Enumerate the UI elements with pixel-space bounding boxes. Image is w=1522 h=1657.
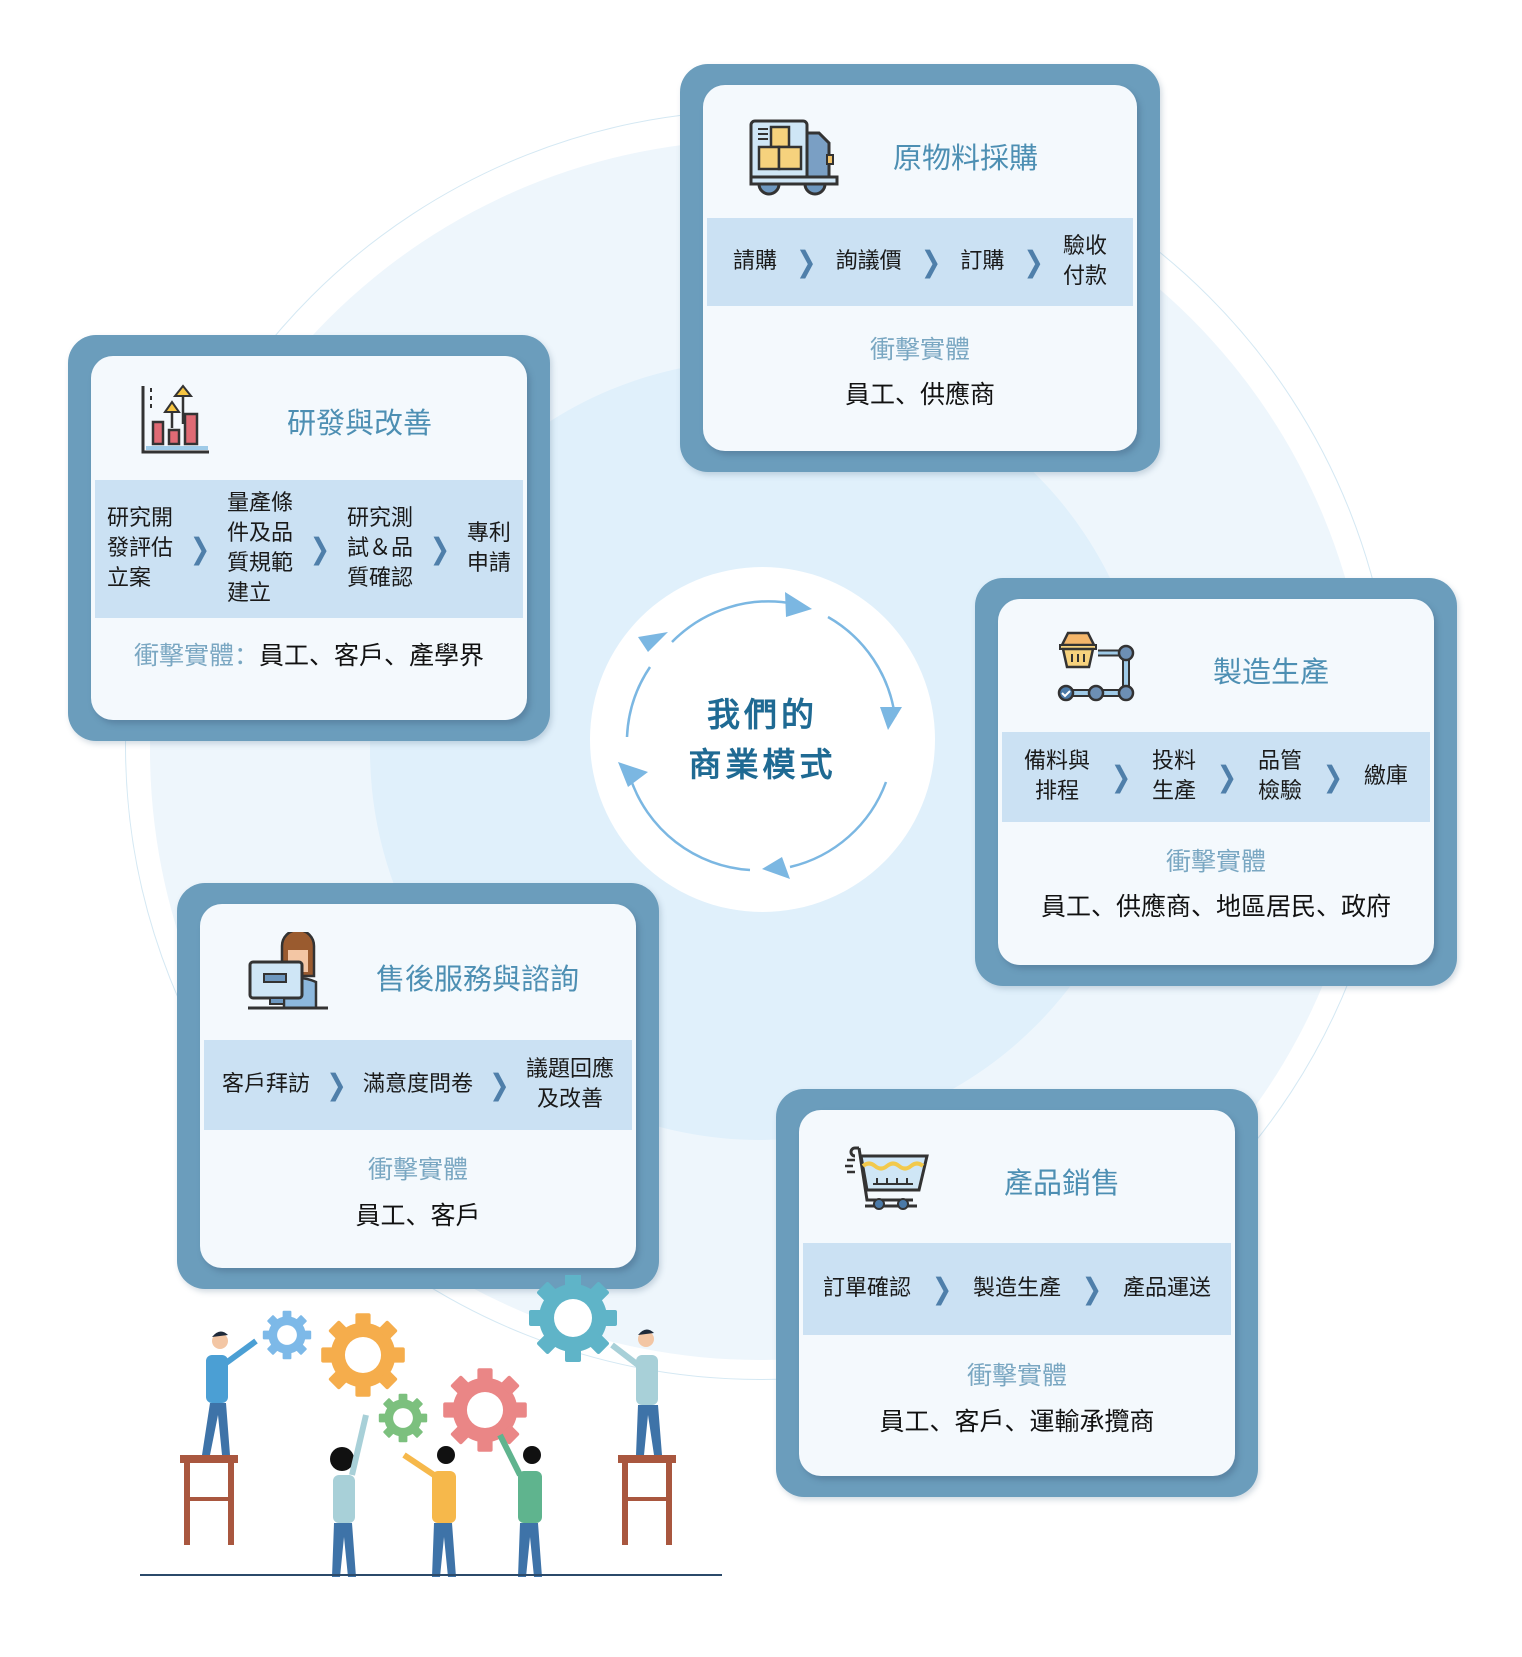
customer-service-computer-icon (248, 932, 328, 1010)
process-steps: 請購 ❯ 詢議價 ❯ 訂購 ❯ 驗收 付款 (707, 218, 1133, 306)
step: 客戶拜訪 (222, 1072, 311, 1097)
bar-chart-growth-icon (141, 384, 209, 454)
step: 滿意度問卷 (362, 1072, 473, 1097)
process-steps: 客戶拜訪 ❯ 滿意度問卷 ❯ 議題回應 及改善 (204, 1040, 632, 1130)
center-circle (590, 567, 935, 912)
impact-value: 員工、供應商、地區居民、政府 (1040, 892, 1391, 921)
card-sales: 產品銷售 訂單確認 ❯ 製造生產 ❯ 產品運送 衝擊實體 員工、客戶、運輸承攬商 (776, 1089, 1258, 1497)
chevron-right-icon: ❯ (1216, 760, 1238, 794)
step: 製造生產 (972, 1276, 1061, 1301)
step: 研究測 試＆品 質確認 (346, 506, 413, 591)
card-title: 製造生產 (1213, 655, 1330, 689)
impact-row: 衝擊實體：員工、客戶、產學界 (91, 636, 527, 672)
chevron-right-icon: ❯ (1110, 760, 1132, 794)
card-title: 研發與改善 (287, 406, 433, 440)
chevron-right-icon: ❯ (489, 1068, 510, 1102)
step: 研究開 發評估 立案 (107, 506, 174, 591)
impact-value: 員工、客戶、產學界 (259, 641, 485, 670)
card-manufacturing-inner: 製造生產 備料與 排程 ❯ 投料 生產 ❯ 品管 檢驗 ❯ 繳庫 衝擊實體 員工… (998, 599, 1434, 965)
impact-label: 衝擊實體 (1165, 847, 1266, 876)
step: 議題回應 及改善 (525, 1057, 614, 1112)
chevron-right-icon: ❯ (1322, 760, 1343, 794)
impact-value: 員工、客戶 (355, 1201, 481, 1230)
impact-value: 員工、客戶、運輸承攬商 (879, 1407, 1155, 1436)
card-procurement: 原物料採購 請購 ❯ 詢議價 ❯ 訂購 ❯ 驗收 付款 衝擊實體 員工、供應商 (680, 64, 1160, 472)
step: 驗收 付款 (1062, 234, 1107, 289)
chevron-right-icon: ❯ (796, 245, 817, 279)
impact-label: 衝擊實體： (133, 641, 259, 670)
people-assembling-gears-illustration (140, 1275, 722, 1577)
card-rnd: 研發與改善 研究開 發評估 立案 ❯ 量產條 件及品 質規範 建立 ❯ 研究測 … (68, 335, 550, 741)
chevron-right-icon: ❯ (931, 1272, 953, 1306)
step: 繳庫 (1363, 764, 1408, 789)
cycle-arrows-icon (618, 592, 902, 879)
chevron-right-icon: ❯ (189, 532, 211, 566)
chevron-right-icon: ❯ (1023, 245, 1044, 279)
center-title: 我們的 商業模式 (590, 690, 935, 790)
step: 備料與 排程 (1024, 749, 1091, 804)
card-aftersales: 售後服務與諮詢 客戶拜訪 ❯ 滿意度問卷 ❯ 議題回應 及改善 衝擊實體 員工、… (177, 883, 659, 1289)
card-title: 原物料採購 (893, 141, 1039, 175)
card-sales-inner: 產品銷售 訂單確認 ❯ 製造生產 ❯ 產品運送 衝擊實體 員工、客戶、運輸承攬商 (799, 1110, 1235, 1476)
delivery-truck-icon (749, 119, 839, 196)
step: 詢議價 (835, 249, 902, 274)
center-title-line1: 我們的 (707, 695, 818, 734)
chevron-right-icon: ❯ (309, 532, 331, 566)
impact-label: 衝擊實體 (367, 1155, 468, 1184)
step: 量產條 件及品 質規範 建立 (226, 491, 293, 606)
step: 請購 (733, 249, 778, 274)
card-title: 售後服務與諮詢 (376, 962, 580, 996)
chevron-right-icon: ❯ (1081, 1272, 1103, 1306)
card-aftersales-inner: 售後服務與諮詢 客戶拜訪 ❯ 滿意度問卷 ❯ 議題回應 及改善 衝擊實體 員工、… (200, 904, 636, 1268)
card-rnd-inner: 研發與改善 研究開 發評估 立案 ❯ 量產條 件及品 質規範 建立 ❯ 研究測 … (91, 356, 527, 720)
step: 訂購 (960, 249, 1005, 274)
chevron-right-icon: ❯ (326, 1068, 347, 1102)
step: 產品運送 (1122, 1276, 1211, 1301)
process-steps: 訂單確認 ❯ 製造生產 ❯ 產品運送 (803, 1243, 1231, 1335)
process-steps: 備料與 排程 ❯ 投料 生產 ❯ 品管 檢驗 ❯ 繳庫 (1002, 732, 1430, 822)
card-procurement-inner: 原物料採購 請購 ❯ 詢議價 ❯ 訂購 ❯ 驗收 付款 衝擊實體 員工、供應商 (703, 85, 1137, 451)
impact-label: 衝擊實體 (966, 1361, 1067, 1390)
chevron-right-icon: ❯ (429, 532, 450, 566)
process-steps: 研究開 發評估 立案 ❯ 量產條 件及品 質規範 建立 ❯ 研究測 試＆品 質確… (95, 480, 523, 618)
shopping-cart-icon (845, 1146, 929, 1210)
step: 訂單確認 (823, 1276, 912, 1301)
step: 投料 生產 (1151, 749, 1196, 804)
center-title-line2: 商業模式 (688, 745, 837, 784)
chevron-right-icon: ❯ (920, 245, 942, 279)
step: 專利 申請 (466, 521, 511, 576)
card-manufacturing: 製造生產 備料與 排程 ❯ 投料 生產 ❯ 品管 檢驗 ❯ 繳庫 衝擊實體 員工… (975, 578, 1457, 986)
step: 品管 檢驗 (1257, 749, 1302, 804)
card-title: 產品銷售 (1004, 1166, 1121, 1200)
conveyor-robot-icon (1057, 631, 1135, 702)
impact-value: 員工、供應商 (844, 380, 995, 409)
impact-label: 衝擊實體 (869, 335, 970, 364)
